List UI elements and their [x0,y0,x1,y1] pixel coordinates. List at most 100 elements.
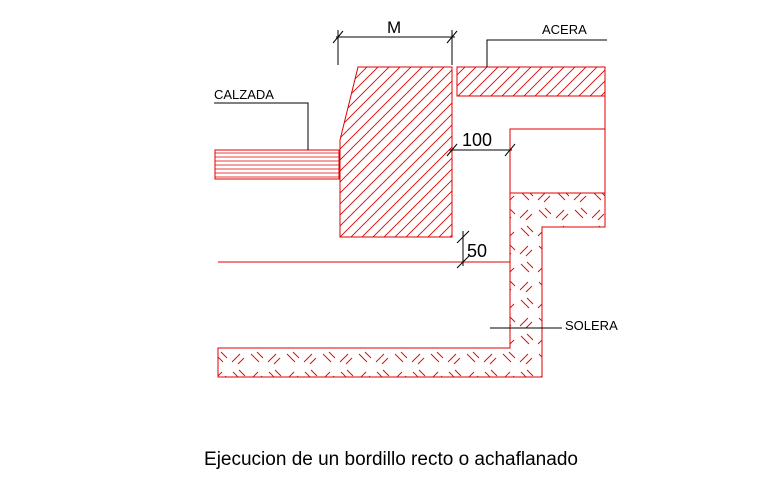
hatch-line [364,351,372,359]
hatch-line [520,299,530,309]
hatch-line [563,60,748,245]
hatch-line [429,193,439,201]
hatch-line [543,375,551,377]
hatch-line [286,317,296,327]
hatch-line [218,371,223,377]
hatch-line [399,195,407,203]
hatch-line [375,245,385,255]
hatch-line [489,285,497,293]
hatch-line [327,303,335,311]
hatch-line [375,67,452,237]
hatch-line [249,227,259,237]
hatch-line [543,231,551,239]
hatch-line [292,243,300,251]
hatch-line [363,303,371,311]
hatch-line [292,207,300,215]
hatch-line [592,227,602,237]
hatch-line [483,209,493,219]
hatch-line [525,213,533,221]
hatch-line [611,354,619,362]
hatch-line [483,281,493,291]
hatch-line [267,245,277,255]
hatch-line [501,227,511,237]
hatch-line [381,249,389,257]
hatch-line [610,372,618,380]
hatch-line [617,244,623,250]
hatch-line [598,333,605,341]
hatch-line [598,261,605,269]
hatch-line [340,67,408,237]
hatch-line [574,209,584,219]
hatch-line [501,67,532,96]
hatch-line [490,369,498,377]
hatch-line [589,80,605,96]
hatch-line [435,267,443,275]
hatch-line [591,281,601,291]
hatch-line [376,335,386,345]
hatch-line [430,317,440,327]
hatch-line [534,67,565,96]
hatch-line [616,232,622,238]
hatch-line [218,281,224,291]
hatch-line [412,371,422,377]
hatch-line [255,303,263,311]
hatch-line [591,353,601,363]
hatch-line [436,351,444,359]
hatch-line [286,209,296,219]
hatch-line [218,227,223,237]
hatch-line [273,357,281,365]
hatch-line [544,279,552,287]
hatch-line [218,353,224,363]
hatch-line [411,353,421,363]
hatch-line [465,299,475,309]
hatch-line [454,193,462,197]
hatch-line [436,315,444,323]
hatch-line [394,317,404,327]
hatch-line [562,333,570,341]
hatch-line [346,297,354,305]
hatch-line [340,67,386,237]
hatch-line [579,375,587,377]
hatch-line [483,317,493,327]
hatch-line [255,195,263,203]
hatch-line [304,371,314,377]
dimension-m-label: M [387,18,401,37]
sidewalk-hatch [457,60,670,100]
hatch-line [309,321,317,329]
hatch-line [303,317,313,327]
hatch-line [327,339,335,347]
hatch-line [556,335,566,345]
hatch-line [237,285,245,293]
hatch-line [616,340,622,346]
hatch-line [454,369,462,377]
hatch-line [340,67,452,237]
hatch-line [386,67,452,237]
hatch-line [453,249,461,257]
hatch-line [519,353,529,363]
hatch-line [555,209,565,219]
hatch-line [322,209,332,219]
hatch-line [393,371,403,377]
hatch-line [345,249,353,257]
hatch-line [285,227,295,237]
dimension-100-label: 100 [462,130,492,150]
hatch-line [561,213,569,221]
hatch-line [598,369,605,377]
hatch-line [364,67,452,237]
hatch-line [486,60,671,245]
hatch-line [231,317,241,327]
hatch-line [429,371,439,377]
hatch-line [328,279,336,287]
hatch-line [457,67,477,87]
hatch-line [218,263,223,273]
hatch-line [250,353,260,363]
hatch-line [303,353,313,363]
hatch-line [468,67,499,96]
hatch-line [490,193,498,197]
hatch-line [556,227,566,237]
hatch-line [630,60,670,100]
hatch-line [430,281,440,291]
hatch-line [574,281,584,291]
drawing-caption: Ejecucion de un bordillo recto o achafla… [204,449,578,470]
hatch-line [400,207,408,215]
